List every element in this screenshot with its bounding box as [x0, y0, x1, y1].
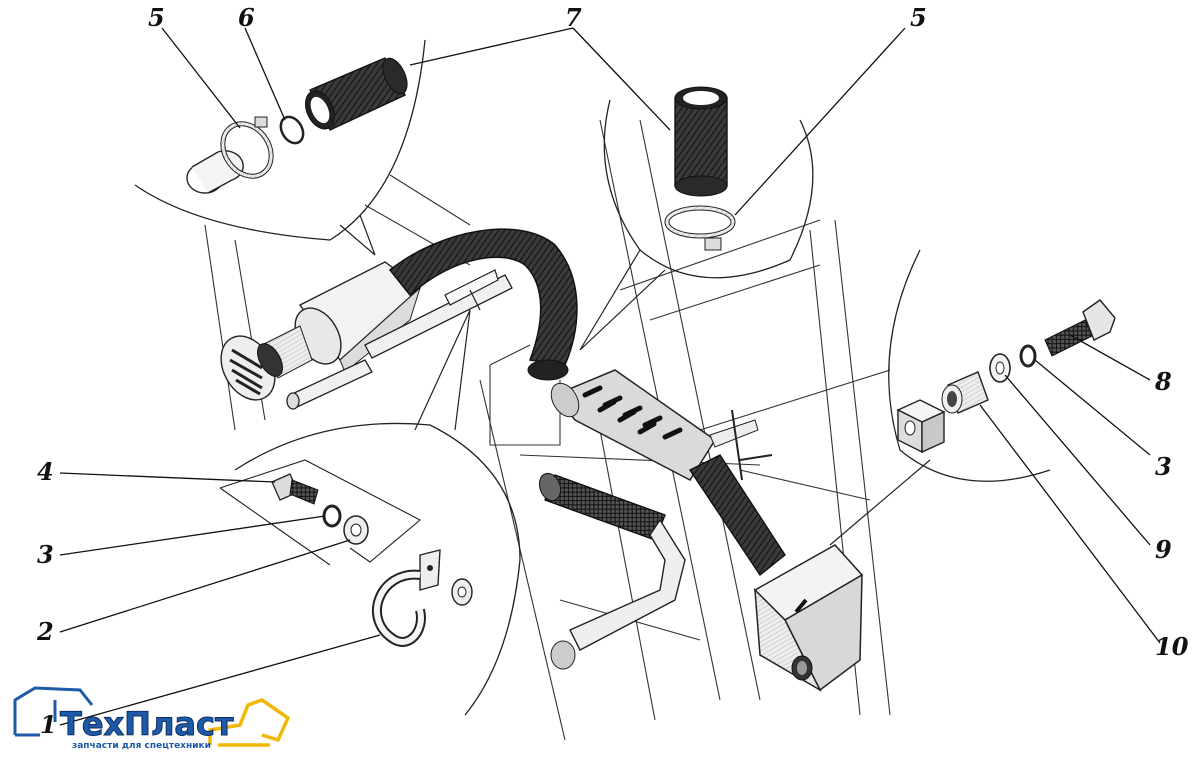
clip-1 [372, 549, 441, 647]
detail-pointer-top-left [339, 214, 376, 256]
lock-washer-3-right [1019, 344, 1037, 368]
detail-pointer-top-middle [579, 249, 666, 351]
hose-7-top-middle [674, 86, 728, 197]
hose-clamp-5-top-left [220, 116, 274, 179]
loader-outline-icon [13, 686, 94, 737]
bolt-4 [271, 473, 319, 505]
callout-10: 10 [1155, 632, 1189, 661]
lock-washer-3-left [322, 504, 342, 528]
heater-box [753, 544, 864, 692]
hose-7-top-left [304, 57, 408, 131]
callout-4: 4 [37, 457, 54, 486]
callout-3-left: 3 [37, 540, 54, 569]
detail-circle-lower-left [234, 422, 521, 716]
leader-lines [59, 27, 1161, 726]
callout-1: 1 [40, 710, 57, 739]
washer-2 [343, 515, 369, 545]
callout-6: 6 [238, 3, 255, 32]
detail-pointer-right [829, 459, 931, 546]
logo-tagline: запчасти для спецтехники [72, 741, 211, 751]
ring-6 [279, 115, 305, 145]
spacer-sleeve-10 [941, 371, 989, 414]
flex-pipe-bend [388, 228, 578, 381]
feed-tubes [286, 274, 513, 410]
spacer-lower-left [451, 578, 473, 606]
detail-circle-top-left [134, 39, 426, 241]
detail-circle-right [888, 249, 1051, 482]
bolt-8 [1044, 299, 1116, 357]
excavator-outline-icon [208, 698, 291, 747]
heat-shield-muffler [550, 369, 759, 481]
callout-5-top-left: 5 [148, 3, 165, 32]
callout-9: 9 [1155, 535, 1172, 564]
hose-clamp-5-top-middle [664, 205, 736, 251]
logo-name: ТехПласт [60, 705, 234, 744]
support-rod [731, 409, 773, 481]
callout-2: 2 [37, 617, 54, 646]
flex-pipe-diagonal [688, 454, 786, 577]
detail-pointer-lower-left [414, 309, 471, 431]
intake-tube [538, 472, 686, 670]
brand-logo [13, 686, 291, 747]
callout-7: 7 [565, 3, 582, 32]
square-nut [896, 399, 946, 454]
callout-8: 8 [1155, 367, 1172, 396]
silencer-left [257, 261, 422, 379]
callout-5-top-right: 5 [910, 3, 927, 32]
mounting-bracket [444, 269, 499, 311]
callout-3-right: 3 [1155, 452, 1172, 481]
detail-circle-top-middle [603, 99, 814, 279]
